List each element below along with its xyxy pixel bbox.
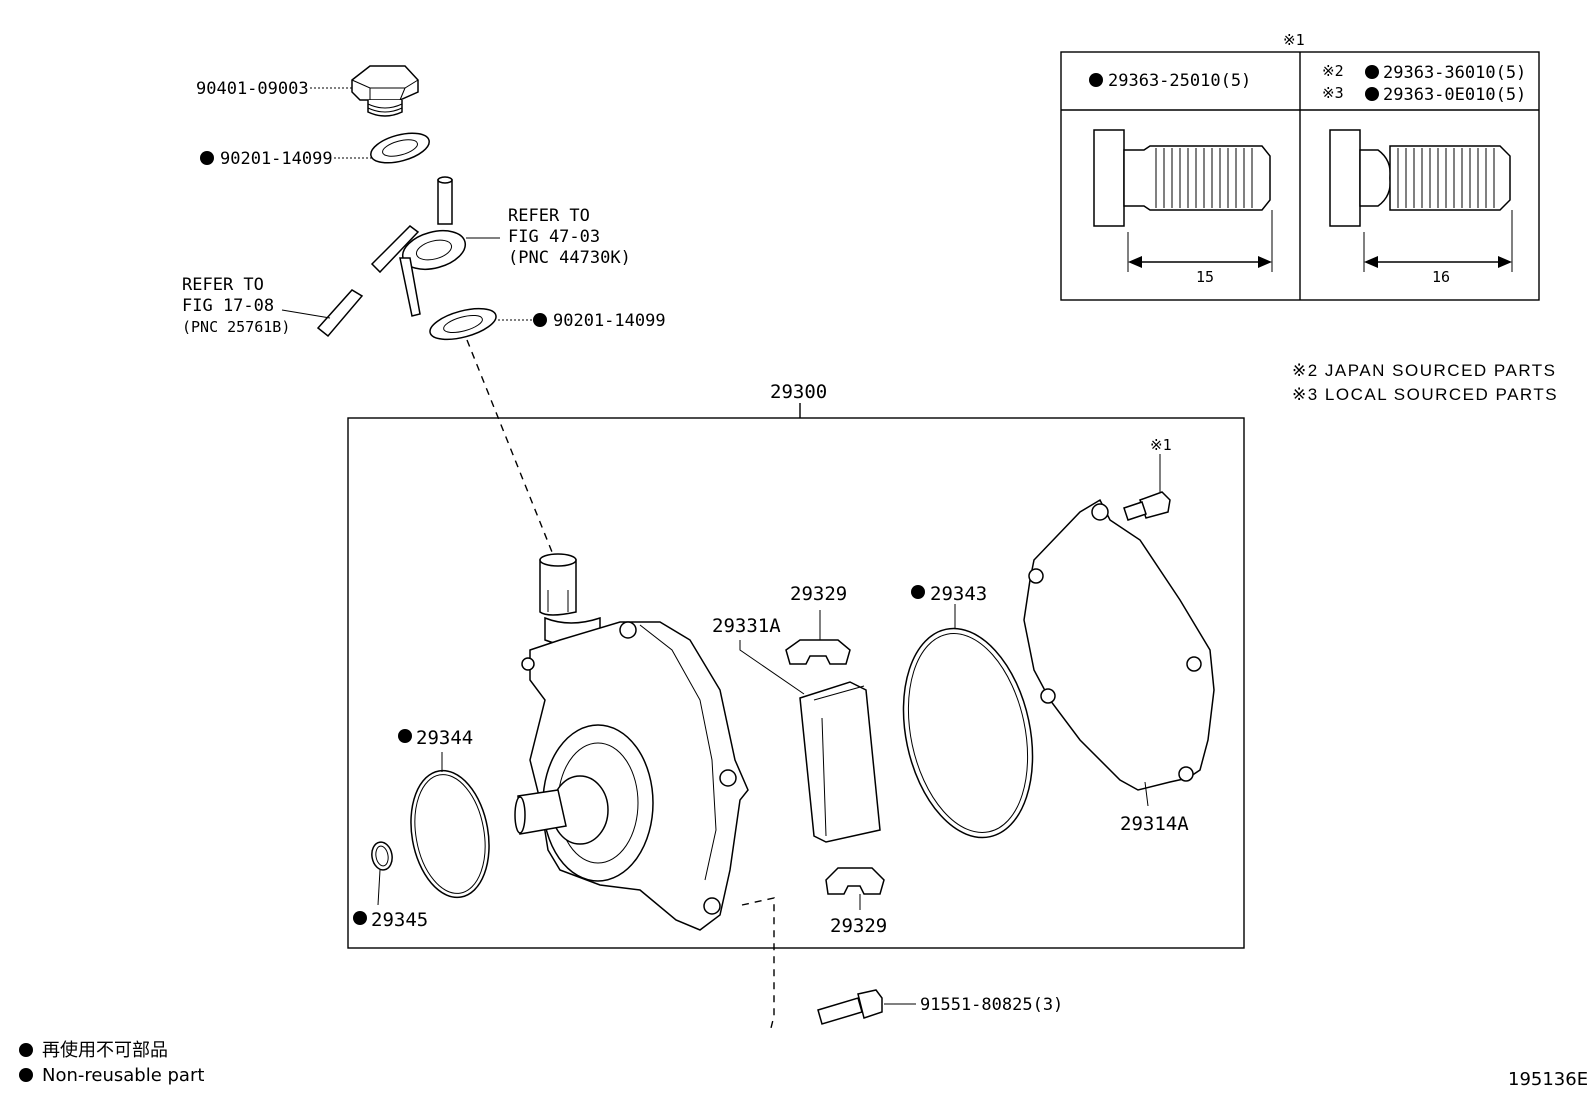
outer-bolt-part-number: 91551-80825(3) xyxy=(920,995,1063,1015)
non-reusable-marker xyxy=(353,911,367,925)
outer-bolt-drawing xyxy=(817,989,883,1025)
rotor-drawing xyxy=(799,681,881,843)
legend-japanese: 再使用不可部品 xyxy=(42,1040,168,1061)
union-fitting-drawing xyxy=(370,176,467,317)
hose-ref-line3: (PNC 25761B) xyxy=(182,318,290,336)
legend-marker xyxy=(19,1068,33,1082)
diagram-id: 195136E xyxy=(1508,1069,1588,1090)
non-reusable-marker xyxy=(398,729,412,743)
cover-bolt-drawing xyxy=(1123,491,1171,521)
non-reusable-marker xyxy=(200,151,214,165)
hose-ref-line2: FIG 17-08 xyxy=(182,296,274,316)
stud-col2-part-a: 29363-36010(5) xyxy=(1383,63,1526,83)
vane-upper-part-number: 29329 xyxy=(790,583,847,605)
hose-ref-line1: REFER TO xyxy=(182,275,264,295)
non-reusable-marker xyxy=(1365,65,1379,79)
stud-col2-mark-b: ※3 xyxy=(1322,84,1344,102)
vane-lower-part-number: 29329 xyxy=(830,915,887,937)
gasket-upper-part-number: 90201-14099 xyxy=(220,149,333,169)
union-ref-line3: (PNC 44730K) xyxy=(508,248,631,268)
legend-english: Non-reusable part xyxy=(42,1065,204,1086)
stud-table-mark: ※1 xyxy=(1283,31,1305,49)
stud-table xyxy=(1060,51,1540,301)
plug-part-number: 90401-09003 xyxy=(196,79,309,99)
vane-upper-drawing xyxy=(785,639,851,665)
vacuum-pump-drawing xyxy=(514,553,749,931)
non-reusable-marker xyxy=(533,313,547,327)
oring-large-part-number: 29343 xyxy=(930,583,987,605)
union-ref-line1: REFER TO xyxy=(508,206,590,226)
stud-2-drawing xyxy=(1329,129,1511,227)
oring-tiny-drawing xyxy=(371,841,393,871)
stud-col1-part-number: 29363-25010(5) xyxy=(1108,71,1251,91)
oring-small-drawing xyxy=(410,769,490,899)
oring-tiny-part-number: 29345 xyxy=(371,909,428,931)
gasket-upper-drawing xyxy=(370,132,430,164)
oring-large-drawing xyxy=(902,627,1034,839)
stud-1-dimension: 15 xyxy=(1196,268,1214,286)
stud-2-dimension: 16 xyxy=(1432,268,1450,286)
legend-marker xyxy=(19,1043,33,1057)
hose-drawing xyxy=(316,289,364,338)
non-reusable-marker xyxy=(911,585,925,599)
cover-part-number: 29314A xyxy=(1120,813,1189,835)
note-japan-sourced: ※2 JAPAN SOURCED PARTS xyxy=(1292,361,1557,380)
plug-drawing xyxy=(351,65,419,117)
non-reusable-marker xyxy=(1365,87,1379,101)
gasket-lower-drawing xyxy=(429,307,497,341)
vane-lower-drawing xyxy=(825,867,885,895)
stud-col2-part-b: 29363-0E010(5) xyxy=(1383,85,1526,105)
assembly-frame xyxy=(347,417,1245,949)
non-reusable-marker xyxy=(1089,73,1103,87)
cover-bolt-mark: ※1 xyxy=(1150,436,1172,454)
cover-drawing xyxy=(1023,498,1215,791)
stud-col2-mark-a: ※2 xyxy=(1322,62,1344,80)
note-local-sourced: ※3 LOCAL SOURCED PARTS xyxy=(1292,385,1558,404)
assembly-number: 29300 xyxy=(770,381,827,403)
oring-small-part-number: 29344 xyxy=(416,727,473,749)
stud-1-drawing xyxy=(1093,129,1271,227)
union-ref-line2: FIG 47-03 xyxy=(508,227,600,247)
gasket-lower-part-number: 90201-14099 xyxy=(553,311,666,331)
rotor-part-number: 29331A xyxy=(712,615,781,637)
